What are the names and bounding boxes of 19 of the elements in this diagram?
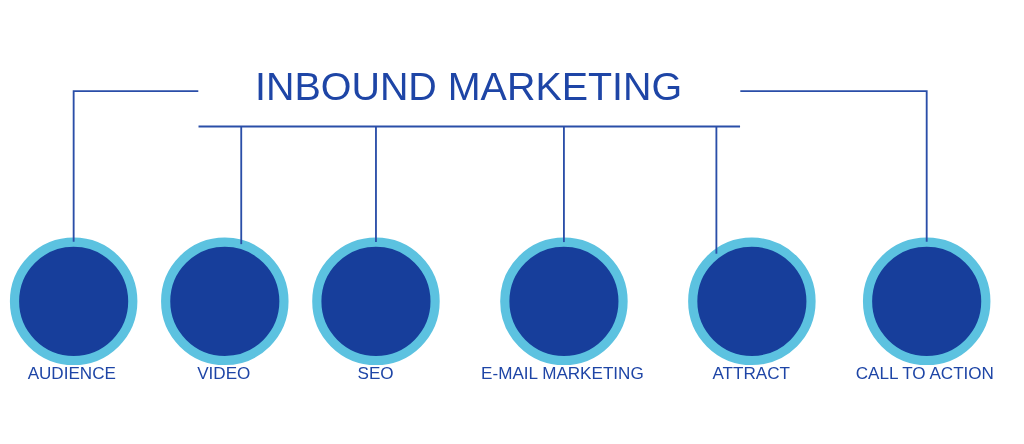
node-label: SEO: [357, 363, 394, 383]
node-circle: [312, 237, 440, 365]
connector: [563, 125, 565, 243]
node-label: VIDEO: [197, 363, 251, 383]
node-label: E-MAIL MARKETING: [481, 363, 644, 383]
node-circle: [688, 237, 816, 365]
connector: [375, 125, 377, 243]
node-label: CALL TO ACTION: [855, 363, 994, 383]
connector: [739, 89, 928, 243]
node-label: ATTRACT: [712, 363, 790, 383]
node-label: AUDIENCE: [27, 363, 116, 383]
node-text: INBOUND MARKETING: [255, 63, 683, 108]
node-circle: [9, 237, 138, 365]
node-circle: [862, 237, 991, 365]
node-circle: [500, 237, 628, 365]
connector: [72, 89, 200, 243]
connector: [715, 125, 718, 255]
connector: [240, 125, 243, 245]
node-circle: [161, 237, 289, 365]
